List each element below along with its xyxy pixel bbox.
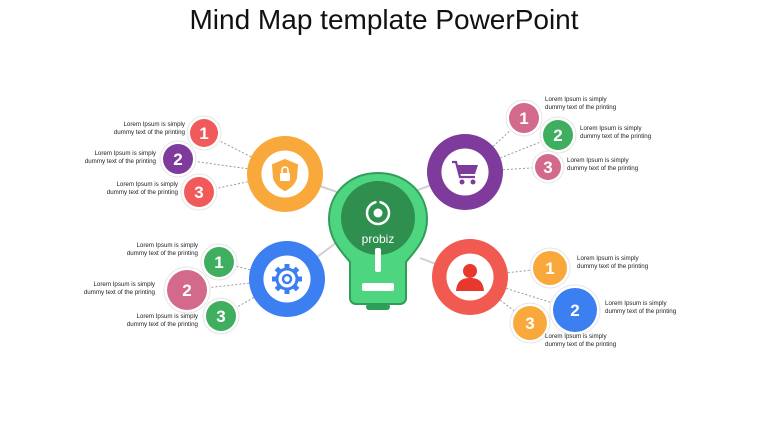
item-description: Lorem Ipsum is simply xyxy=(577,255,639,262)
item-connector xyxy=(492,127,514,147)
item-connector xyxy=(233,265,251,271)
number-circle xyxy=(204,247,234,277)
item-connector xyxy=(213,181,248,190)
number-circle xyxy=(206,301,236,331)
branch-hub-bottom-right xyxy=(432,239,508,315)
number-circle xyxy=(543,120,573,150)
item-number: 3 xyxy=(543,158,552,177)
item-description: dummy text of the printing xyxy=(580,133,652,140)
number-circle xyxy=(509,103,539,133)
brand-label: probiz xyxy=(362,232,395,246)
branch-hub-bottom-left xyxy=(249,241,325,317)
item-description: dummy text of the printing xyxy=(567,165,639,172)
bulb-filament xyxy=(375,248,381,272)
item-description: dummy text of the printing xyxy=(605,308,677,315)
item-connector xyxy=(216,138,252,158)
item-number: 2 xyxy=(173,150,182,169)
shopping-cart-icon xyxy=(452,160,478,185)
item-description: dummy text of the printing xyxy=(127,250,199,257)
item-description: Lorem Ipsum is simply xyxy=(545,96,607,103)
item-description: Lorem Ipsum is simply xyxy=(580,125,642,132)
brand-badge xyxy=(341,181,415,255)
user-icon xyxy=(456,264,484,291)
branch-hub-top-left xyxy=(247,136,323,212)
item-number: 1 xyxy=(214,253,223,272)
item-number: 3 xyxy=(194,183,203,202)
item-description: dummy text of the printing xyxy=(107,189,179,196)
number-circle xyxy=(184,177,214,207)
item-description: Lorem Ipsum is simply xyxy=(123,121,185,128)
item-description: Lorem Ipsum is simply xyxy=(605,300,667,307)
item-description: Lorem Ipsum is simply xyxy=(94,150,156,157)
item-description: dummy text of the printing xyxy=(84,289,156,296)
number-circle xyxy=(163,144,193,174)
hub-inner xyxy=(263,255,311,303)
item-number: 1 xyxy=(199,124,208,143)
item-description: Lorem Ipsum is simply xyxy=(136,313,198,320)
item-connector xyxy=(506,287,555,304)
bulb-base-plate xyxy=(362,283,394,291)
item-description: Lorem Ipsum is simply xyxy=(545,333,607,340)
item-description: dummy text of the printing xyxy=(85,158,157,165)
item-description: dummy text of the printing xyxy=(114,129,186,136)
branch-hub-top-right xyxy=(427,134,503,210)
central-lightbulb: probiz xyxy=(327,171,429,310)
number-circle xyxy=(513,306,547,340)
number-circle xyxy=(553,288,597,332)
item-connector xyxy=(507,269,534,274)
number-circle xyxy=(190,119,218,147)
gear-icon xyxy=(272,264,302,294)
item-number: 1 xyxy=(519,109,528,128)
item-description: Lorem Ipsum is simply xyxy=(567,157,629,164)
bulb-base-tip xyxy=(366,304,390,310)
item-description: Lorem Ipsum is simply xyxy=(116,181,178,188)
item-description: dummy text of the printing xyxy=(577,263,649,270)
item-description: dummy text of the printing xyxy=(127,321,199,328)
item-connector xyxy=(192,160,248,170)
item-description: dummy text of the printing xyxy=(545,341,617,348)
shield-lock-icon xyxy=(271,158,299,192)
item-number: 3 xyxy=(216,307,225,326)
item-number: 2 xyxy=(553,126,562,145)
brand-logo-icon xyxy=(365,197,391,226)
number-circle xyxy=(533,251,567,285)
item-number: 2 xyxy=(182,281,191,300)
item-number: 3 xyxy=(525,314,534,333)
number-circle xyxy=(535,154,561,180)
item-connector xyxy=(502,167,536,171)
item-description: dummy text of the printing xyxy=(545,104,617,111)
number-circle xyxy=(167,270,207,310)
item-number: 2 xyxy=(570,301,579,320)
slide-title: Mind Map template PowerPoint xyxy=(189,4,579,35)
item-connector xyxy=(206,282,250,289)
item-description: Lorem Ipsum is simply xyxy=(136,242,198,249)
item-description: Lorem Ipsum is simply xyxy=(93,281,155,288)
item-number: 1 xyxy=(545,259,554,278)
branch-hubs xyxy=(247,134,508,317)
